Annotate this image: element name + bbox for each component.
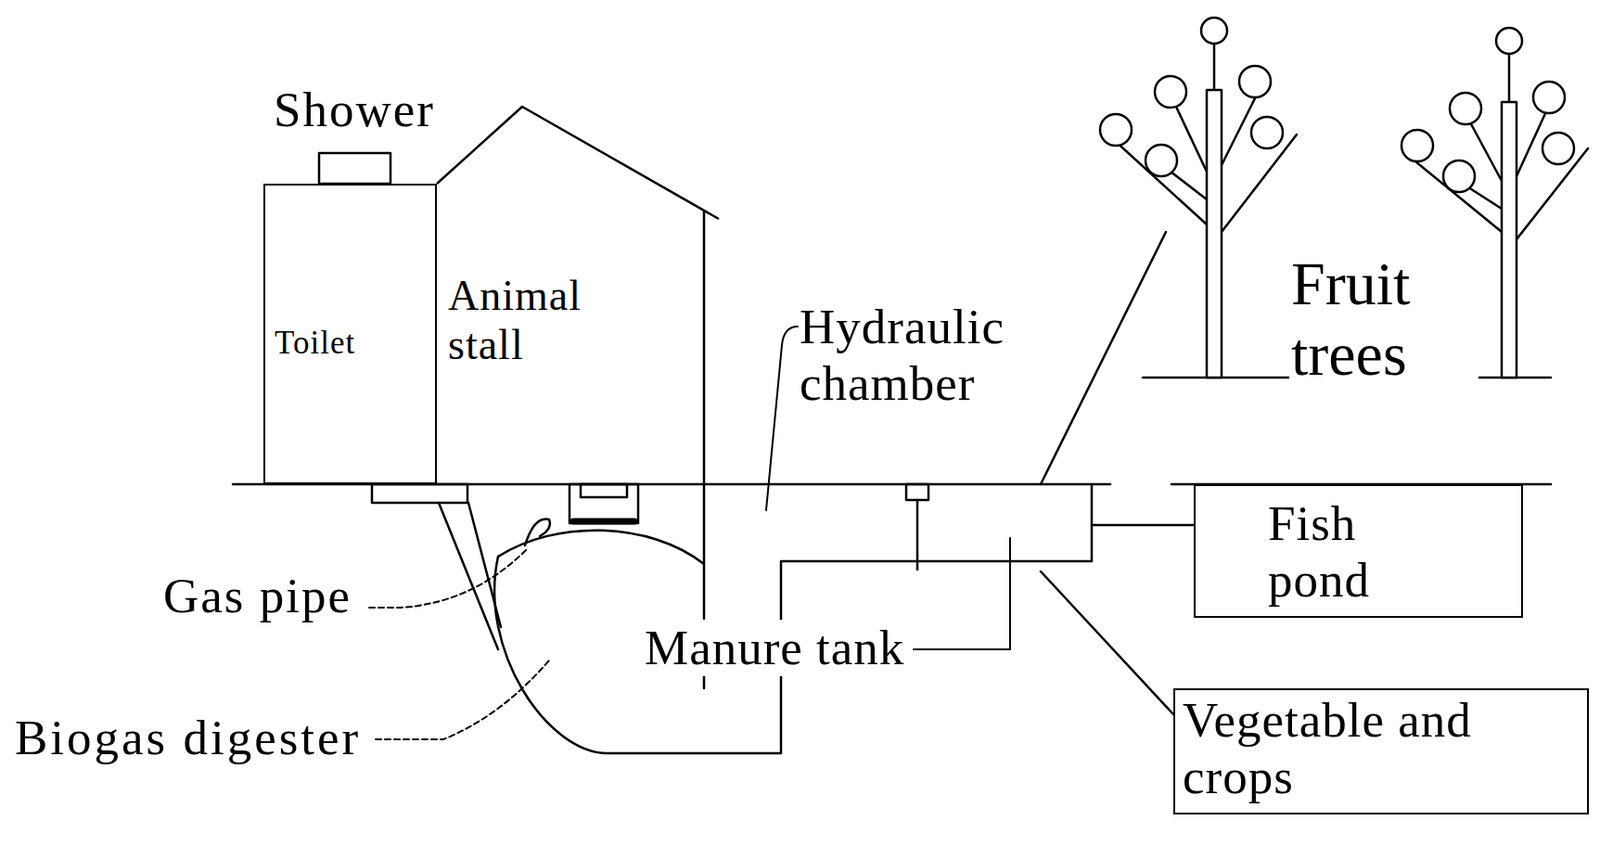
part-label: Manure tank [642, 619, 907, 677]
fish-pond-box: Fish pond [1193, 484, 1524, 618]
node-label: Toilet [274, 324, 423, 362]
part-label: Gas pipe [163, 567, 352, 625]
vegetable-box: Vegetable and crops [1173, 688, 1589, 815]
part-label: Fruit trees [1289, 248, 1479, 390]
part-label: Hydraulic chamber [799, 298, 1078, 412]
node-label: Vegetable and crops [1182, 691, 1536, 806]
animal-stall: Animal stall [436, 104, 721, 485]
toilet-box: Toilet [263, 183, 437, 485]
node-label: Animal stall [448, 271, 615, 371]
part-label: Biogas digester [14, 709, 361, 767]
part-label: Shower [273, 81, 436, 139]
node-label: Fish pond [1267, 495, 1445, 609]
